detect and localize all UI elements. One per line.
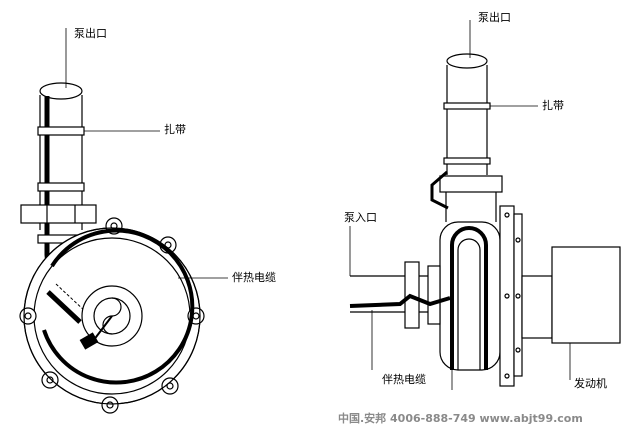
left-label-cable-tie: 扎带 <box>164 123 186 136</box>
left-pump-diagram <box>19 28 228 414</box>
right-label-pump-inlet: 泵入口 <box>344 211 377 224</box>
right-label-motor: 发动机 <box>574 377 607 390</box>
left-cable-tie-2 <box>37 182 85 192</box>
left-flange <box>20 204 97 224</box>
left-cable-around-casing <box>42 228 195 385</box>
right-label-cable-tie: 扎带 <box>542 99 564 112</box>
right-pump-diagram <box>349 20 621 390</box>
left-label-heat-trace-cable: 伴热电缆 <box>232 271 276 284</box>
right-cable-pipe-bend <box>430 170 449 210</box>
left-shaft-hub <box>79 285 143 350</box>
left-label-pump-outlet: 泵出口 <box>74 27 107 40</box>
right-mount-plate <box>499 205 523 387</box>
right-label-pump-outlet: 泵出口 <box>478 11 511 24</box>
right-cable-tie-2 <box>443 157 491 165</box>
right-label-heat-trace-cable: 伴热电缆 <box>382 373 426 386</box>
watermark: 中国.安邦 4006-888-749 www.abjt99.com <box>338 412 583 425</box>
right-shaft <box>521 275 553 339</box>
right-cable-tie-1 <box>443 102 491 110</box>
right-inlet-pipe <box>350 261 441 329</box>
right-flange <box>439 175 503 193</box>
right-cable-inlet <box>349 293 451 308</box>
right-outlet-pipe <box>446 53 488 175</box>
right-pump-body <box>439 221 501 371</box>
right-motor <box>551 246 621 344</box>
left-cable-tie-1 <box>37 126 85 136</box>
